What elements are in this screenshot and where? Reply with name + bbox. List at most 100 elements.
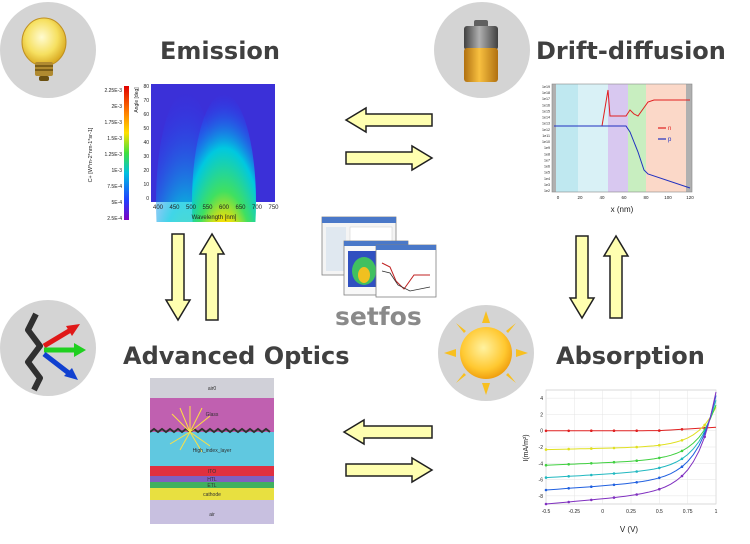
layer-label: ETL xyxy=(207,483,216,489)
iv-point xyxy=(658,429,661,432)
y-tick: 1e18 xyxy=(542,91,550,95)
layer-label: air0 xyxy=(208,386,217,392)
iv-point xyxy=(544,448,548,451)
x-tick: 120 xyxy=(686,195,694,200)
y-tick: 70 xyxy=(143,98,149,104)
layer-label: ITO xyxy=(208,469,216,475)
arrow-absorption-to-optics xyxy=(342,418,433,446)
iv-point xyxy=(658,443,661,447)
y-tick: -4 xyxy=(539,461,544,467)
iv-point xyxy=(635,470,638,473)
y-tick: 1e6 xyxy=(544,165,550,169)
sun-icon xyxy=(444,311,528,395)
setfos-screenshot xyxy=(320,215,438,303)
iv-point xyxy=(544,463,548,467)
arrow-emission-to-optics xyxy=(164,233,192,322)
iv-curve xyxy=(545,391,717,505)
iv-point xyxy=(658,466,661,470)
iv-point xyxy=(590,462,593,465)
y-tick: 1e4 xyxy=(544,177,550,181)
legend-p-label: p xyxy=(668,137,672,143)
y-tick: 1e8 xyxy=(544,152,550,156)
iv-point xyxy=(680,439,684,442)
colorbar-tick: 1.5E-3 xyxy=(107,136,122,142)
y-tick: 80 xyxy=(143,84,149,90)
x-tick: 0 xyxy=(557,195,560,200)
x-tick: 80 xyxy=(643,195,649,200)
drift-diffusion-title: Drift-diffusion xyxy=(536,37,726,65)
layer-label: High_index_layer xyxy=(193,448,232,454)
iv-curve xyxy=(545,404,717,466)
iv-point xyxy=(567,447,570,451)
y-tick: 10 xyxy=(143,182,149,188)
y-tick: 4 xyxy=(540,396,543,402)
y-tick: -8 xyxy=(539,494,544,500)
y-tick: 50 xyxy=(143,126,149,132)
iv-point xyxy=(703,435,706,439)
colorbar-tick: 1E-3 xyxy=(111,168,122,174)
iv-point xyxy=(567,487,570,490)
x-tick: 60 xyxy=(621,195,627,200)
x-tick: 650 xyxy=(235,205,246,211)
y-tick: 1e19 xyxy=(542,85,550,89)
iv-point xyxy=(590,485,593,488)
absorption-title: Absorption xyxy=(556,342,705,370)
light-bulb-icon xyxy=(21,17,67,81)
y-tick: -6 xyxy=(539,478,544,484)
iv-point xyxy=(680,457,684,461)
x-tick: 20 xyxy=(577,195,583,200)
colorbar-tick: 2E-3 xyxy=(111,104,122,110)
iv-curve xyxy=(546,426,717,432)
iv-point xyxy=(635,459,638,462)
iv-point xyxy=(567,463,570,466)
iv-point xyxy=(567,429,570,433)
drift-legend: n p xyxy=(658,126,672,143)
iv-point xyxy=(612,429,616,432)
y-tick: 1e14 xyxy=(542,116,550,120)
iv-point xyxy=(612,483,616,487)
x-tick: -0.25 xyxy=(569,509,581,515)
y-tick: 0 xyxy=(540,429,543,435)
y-tick: 1e5 xyxy=(544,171,550,175)
iv-point xyxy=(590,473,593,477)
x-tick: 0.75 xyxy=(683,509,693,515)
x-tick: 100 xyxy=(664,195,672,200)
colorbar-tick: 1.75E-3 xyxy=(104,120,122,126)
y-tick: 30 xyxy=(143,154,149,160)
iv-point xyxy=(544,476,548,479)
y-tick: 20 xyxy=(143,168,149,174)
iv-point xyxy=(703,423,706,427)
y-tick: 40 xyxy=(143,140,149,146)
layer-label: Glass xyxy=(206,412,219,418)
iv-curve xyxy=(545,406,717,451)
x-tick: 0.5 xyxy=(656,509,663,515)
layer-label: HTL xyxy=(207,477,217,483)
iv-point xyxy=(567,500,570,504)
x-tick: 550 xyxy=(202,205,213,211)
absorption-icon-circle xyxy=(438,305,534,401)
y-tick: 1e17 xyxy=(542,97,550,101)
iv-point xyxy=(612,472,616,475)
x-tick: 1 xyxy=(715,509,718,515)
iv-point xyxy=(544,429,548,433)
emission-colorbar-label: C+ [W*m-2*nm-1*sr-1] xyxy=(88,127,94,182)
y-tick: 1e11 xyxy=(542,134,550,138)
iv-point xyxy=(590,447,593,450)
y-tick: 1e10 xyxy=(542,140,550,144)
emission-xlabel: Wavelength [nm] xyxy=(192,215,237,221)
x-tick: 600 xyxy=(219,205,230,211)
emission-ylabel: Angle [deg] xyxy=(134,87,140,113)
y-tick: 0 xyxy=(146,196,149,202)
arrow-emission-to-drift xyxy=(345,144,434,172)
iv-point xyxy=(635,481,638,484)
iv-point xyxy=(612,460,616,464)
x-tick: 40 xyxy=(599,195,605,200)
arrow-drift-to-absorption xyxy=(568,235,596,320)
x-tick: 700 xyxy=(252,205,263,211)
x-tick: 450 xyxy=(169,205,180,211)
iv-point xyxy=(658,487,661,491)
setfos-title: setfos xyxy=(335,302,422,331)
iv-point xyxy=(544,502,548,506)
iv-point xyxy=(590,498,593,502)
